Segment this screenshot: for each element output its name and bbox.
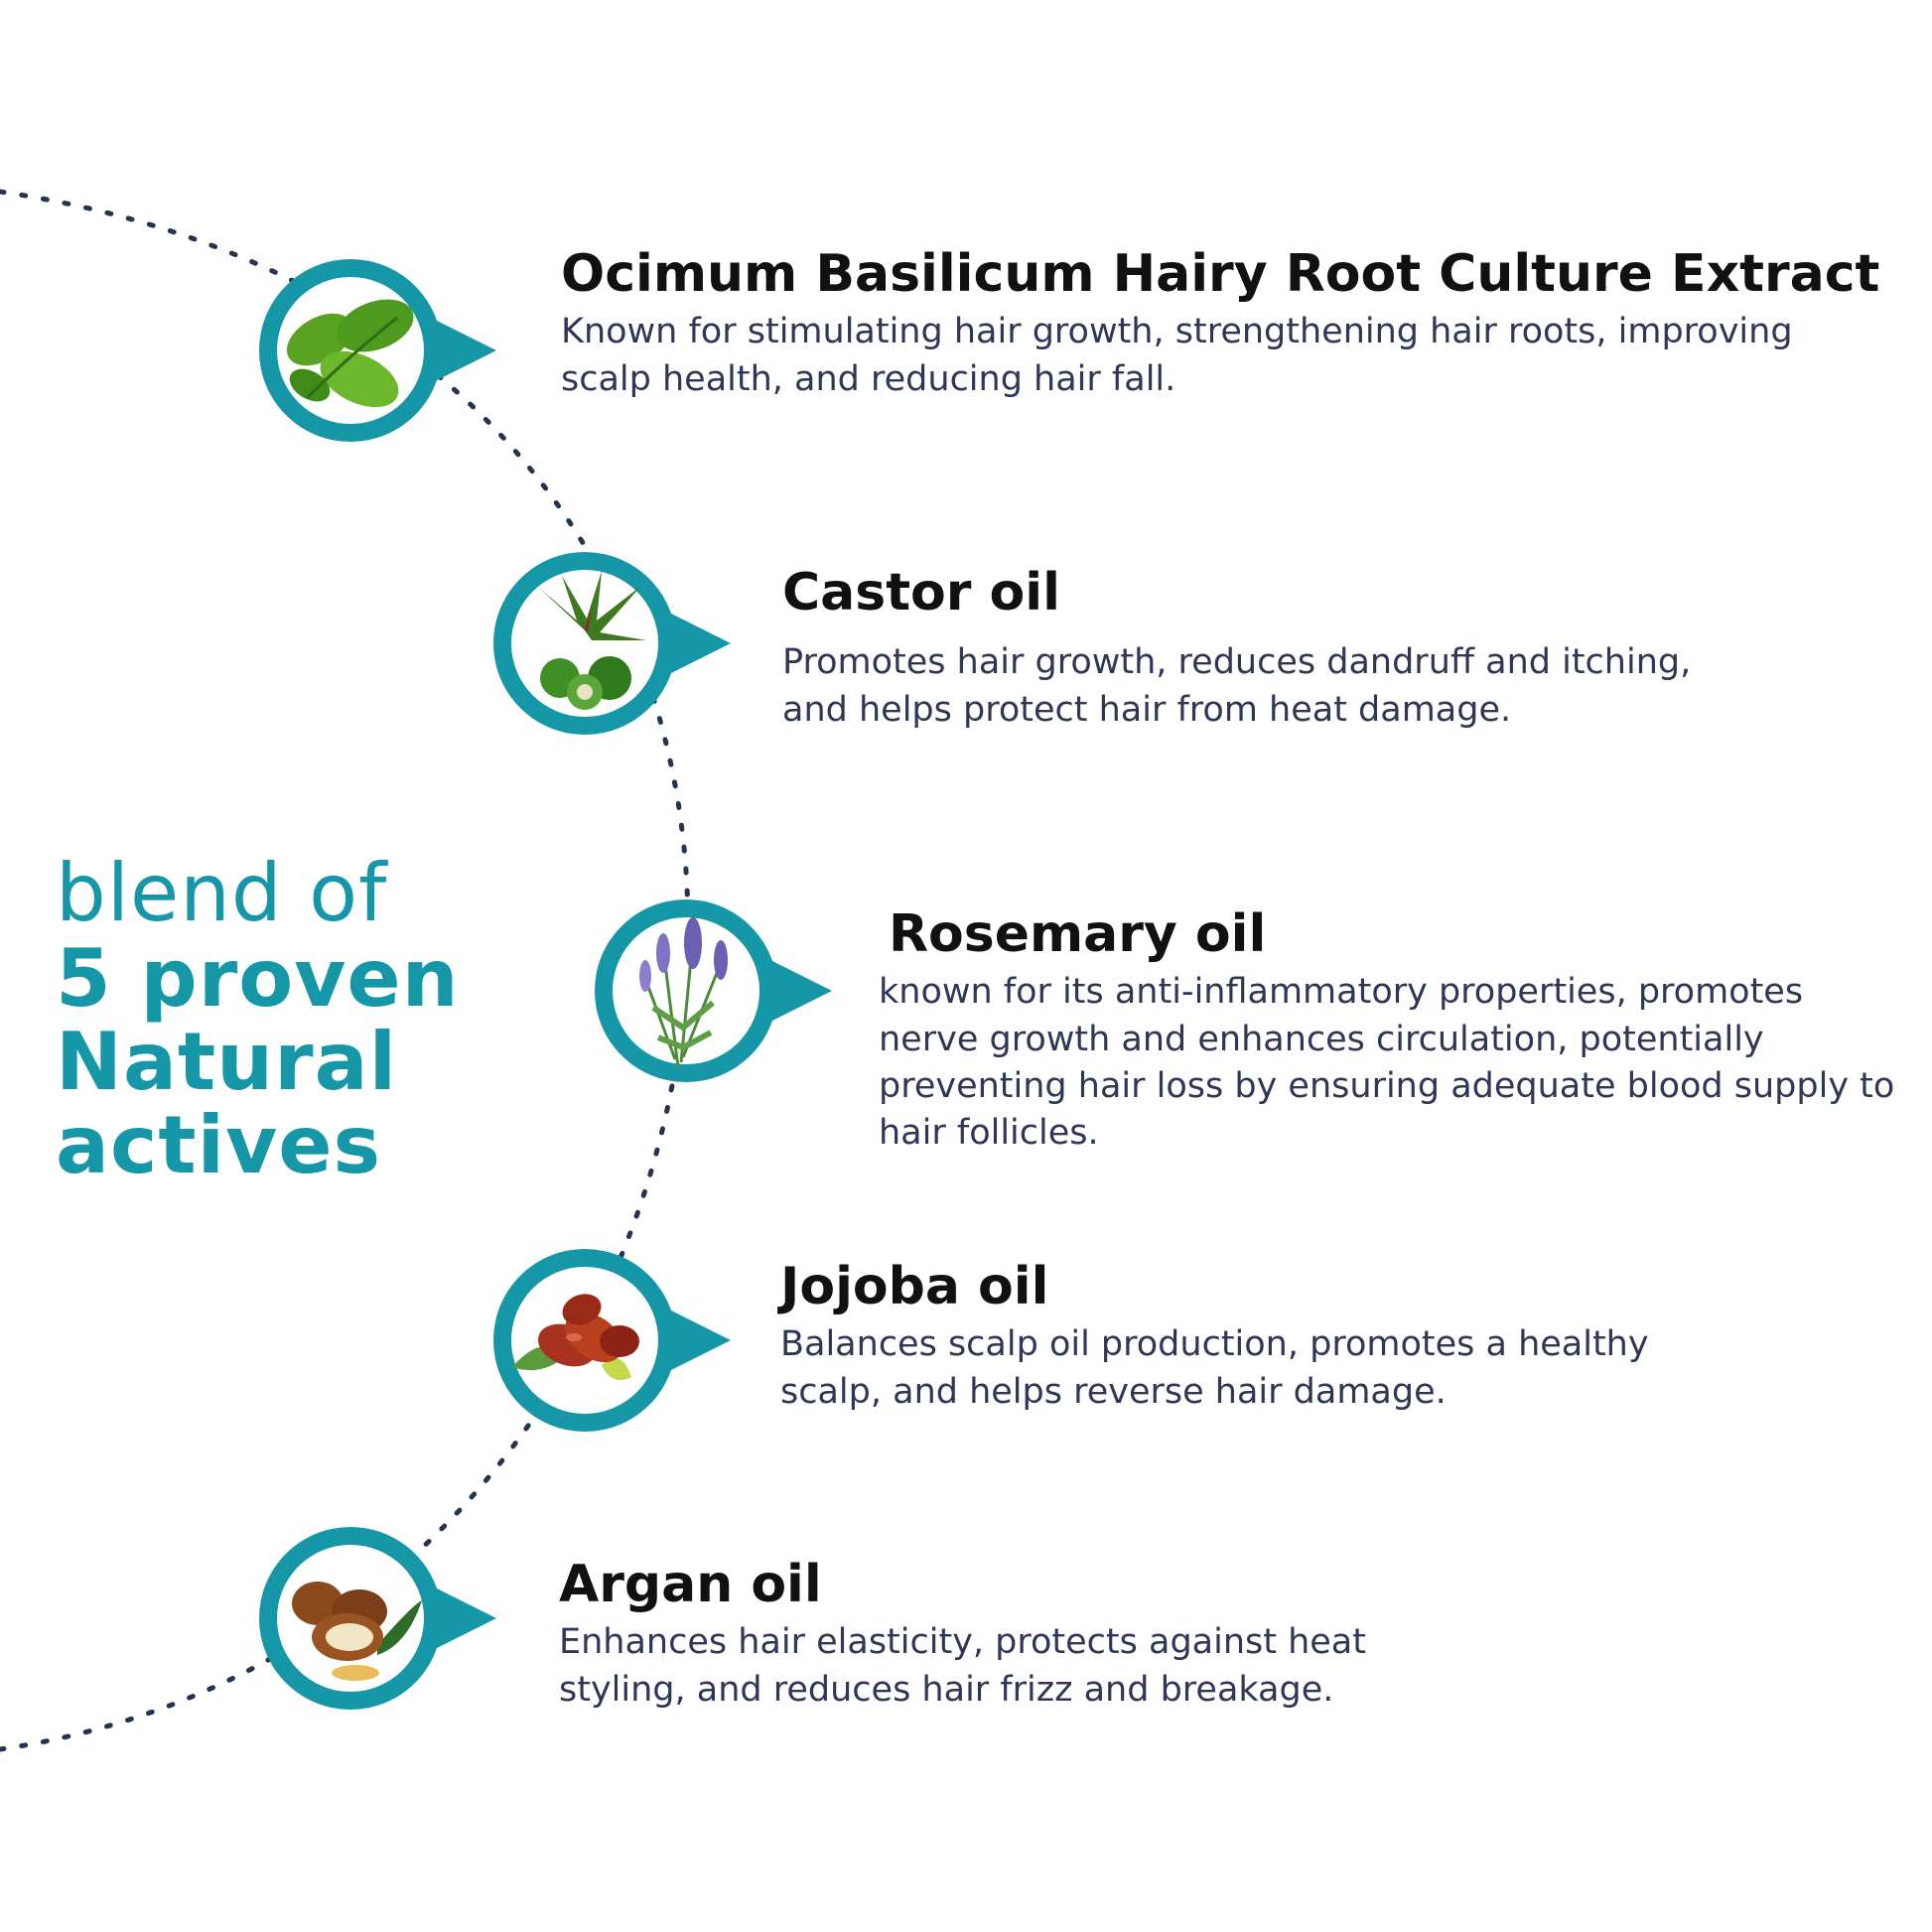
- rosemary-sprig-icon: [595, 899, 832, 1082]
- item-description: Balances scalp oil production, promotes …: [780, 1324, 1649, 1412]
- item-title: Argan oil: [559, 1555, 822, 1614]
- item-description: Promotes hair growth, reduces dandruff a…: [782, 642, 1692, 730]
- item-title: Rosemary oil: [889, 904, 1267, 964]
- badge-basil: [248, 248, 506, 467]
- headline-line-4: actives: [56, 1099, 382, 1191]
- headline: blend of 5 proven Natural actives: [56, 854, 460, 1185]
- badge-castor: [483, 541, 741, 759]
- item-description: Known for stimulating hair growth, stren…: [561, 312, 1793, 399]
- item-argan: Argan oil Enhances hair elasticity, prot…: [559, 1554, 1651, 1714]
- jojoba-seeds-icon: [493, 1249, 731, 1432]
- item-title: Jojoba oil: [780, 1257, 1049, 1316]
- item-rosemary: Rosemary oil known for its anti-inflamma…: [879, 903, 1911, 1157]
- headline-line-3: Natural: [56, 1016, 397, 1108]
- item-title: Castor oil: [782, 563, 1060, 622]
- headline-line-1: blend of: [56, 847, 388, 939]
- item-basil: Ocimum Basilicum Hairy Root Culture Extr…: [561, 243, 1891, 403]
- badge-argan: [248, 1516, 506, 1734]
- item-castor: Castor oil Promotes hair growth, reduces…: [782, 562, 1874, 734]
- badge-rosemary: [584, 889, 842, 1107]
- badge-jojoba: [483, 1238, 741, 1456]
- castor-plant-icon: [493, 552, 731, 735]
- basil-leaf-icon: [259, 259, 496, 442]
- item-description: Enhances hair elasticity, protects again…: [559, 1622, 1366, 1710]
- item-jojoba: Jojoba oil Balances scalp oil production…: [780, 1256, 1872, 1416]
- item-title: Ocimum Basilicum Hairy Root Culture Extr…: [561, 244, 1880, 304]
- argan-nuts-icon: [259, 1527, 496, 1710]
- item-description: known for its anti-inflammatory properti…: [879, 972, 1895, 1154]
- headline-line-2: 5 proven: [56, 932, 460, 1025]
